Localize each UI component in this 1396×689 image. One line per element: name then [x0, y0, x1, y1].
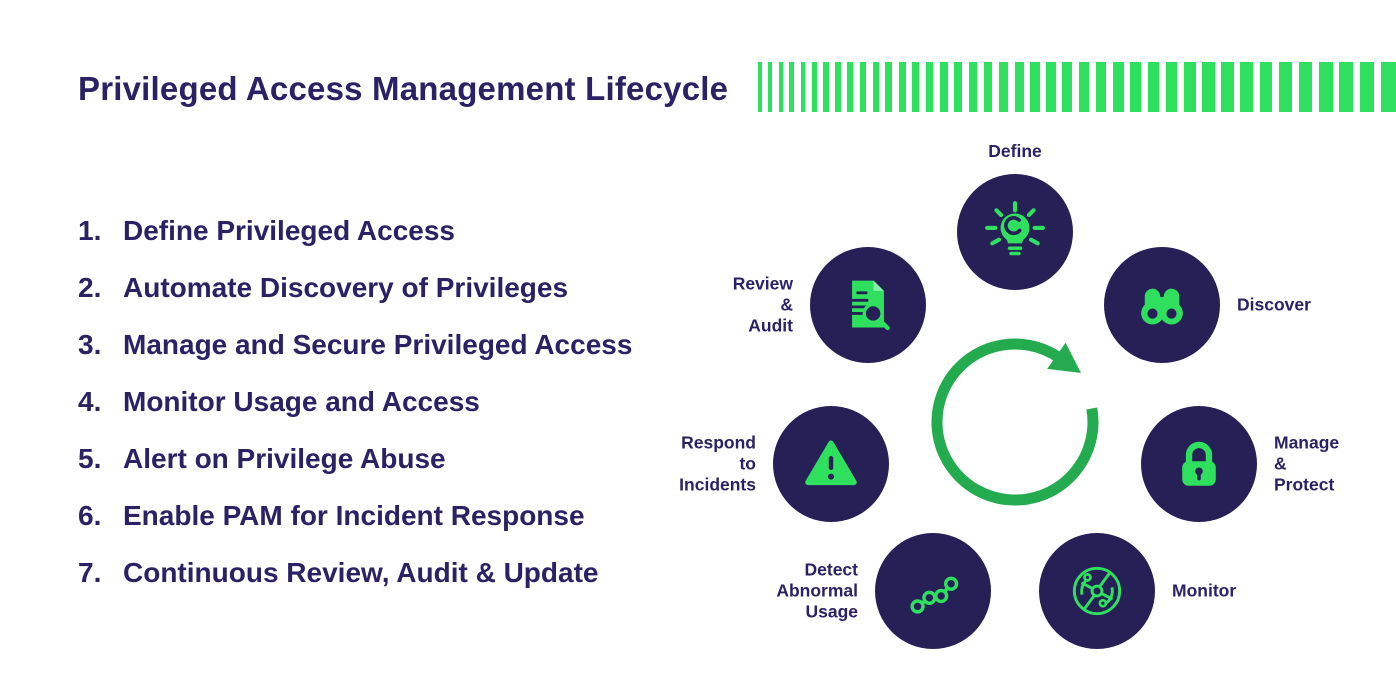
- list-item-text: Alert on Privilege Abuse: [123, 443, 446, 474]
- node-respond-to-incidents: Respond to Incidents: [679, 406, 889, 522]
- node-monitor: Monitor: [1039, 533, 1236, 649]
- discover-circle: [1104, 247, 1220, 363]
- list-item-number: 5.: [78, 443, 102, 474]
- node-manage-protect: Manage & Protect: [1141, 406, 1339, 522]
- bar: [1184, 62, 1196, 112]
- green-bar-decoration: [758, 62, 1396, 112]
- bar: [1339, 62, 1354, 112]
- list-item: 1. Define Privileged Access: [78, 214, 632, 248]
- list-item-number: 6.: [78, 500, 102, 531]
- bar: [1259, 62, 1273, 112]
- bar: [926, 62, 934, 112]
- bar: [758, 62, 762, 112]
- node-review-audit: Review & Audit: [733, 247, 926, 363]
- bar: [1147, 62, 1160, 112]
- list-item: 6. Enable PAM for Incident Response: [78, 499, 632, 533]
- lifecycle-step-list: 1. Define Privileged Access 2. Automate …: [78, 214, 632, 613]
- bar: [835, 62, 841, 112]
- bar: [1319, 62, 1333, 112]
- lightbulb-icon: [985, 201, 1045, 256]
- bar: [1030, 62, 1040, 112]
- list-item-number: 1.: [78, 215, 102, 246]
- list-item-text: Define Privileged Access: [123, 215, 456, 246]
- bar: [859, 62, 866, 112]
- node-detect-abnormal-usage: Detect Abnormal Usage: [776, 533, 991, 649]
- monitor-circle: [1039, 533, 1155, 649]
- bar: [789, 62, 794, 112]
- list-item-text: Manage and Secure Privileged Access: [123, 329, 633, 360]
- bar: [778, 62, 783, 112]
- node-define: Define: [957, 141, 1073, 290]
- bar: [800, 62, 806, 112]
- review-audit-circle: [810, 247, 926, 363]
- bar: [1062, 62, 1073, 112]
- node-label-detect-abnormal-usage: Detect Abnormal Usage: [776, 559, 858, 622]
- bar: [811, 62, 817, 112]
- manage-protect-circle: [1141, 406, 1257, 522]
- warning-triangle-icon: [805, 440, 857, 486]
- bar: [1221, 62, 1234, 112]
- cycle-arrow-icon: [931, 338, 1099, 506]
- bar: [872, 62, 879, 112]
- bar: [1112, 62, 1124, 112]
- bar: [1095, 62, 1107, 112]
- bar: [1165, 62, 1178, 112]
- detect-abnormal-usage-circle: [875, 533, 991, 649]
- node-label-respond-to-incidents: Respond to Incidents: [679, 432, 756, 495]
- bar: [885, 62, 892, 112]
- list-item-number: 3.: [78, 329, 102, 360]
- radar-icon: [1072, 566, 1122, 616]
- bar: [1079, 62, 1090, 112]
- bar: [999, 62, 1008, 112]
- node-label-monitor: Monitor: [1172, 580, 1237, 601]
- bar: [1014, 62, 1024, 112]
- bar: [983, 62, 993, 112]
- bar: [768, 62, 772, 112]
- list-item: 2. Automate Discovery of Privileges: [78, 271, 632, 305]
- define-circle: [957, 174, 1073, 290]
- document-search-icon: [846, 280, 890, 331]
- bar: [940, 62, 948, 112]
- list-item-text: Automate Discovery of Privileges: [123, 272, 569, 303]
- bar: [954, 62, 963, 112]
- bar: [898, 62, 906, 112]
- list-item: 4. Monitor Usage and Access: [78, 385, 632, 419]
- node-label-review-audit: Review & Audit: [732, 273, 793, 336]
- page-title: Privileged Access Management Lifecycle: [78, 70, 729, 107]
- list-item: 5. Alert on Privilege Abuse: [78, 442, 632, 476]
- list-item-number: 2.: [78, 272, 102, 303]
- list-item-number: 4.: [78, 386, 102, 417]
- list-item-text: Continuous Review, Audit & Update: [123, 557, 599, 588]
- lock-icon: [1182, 441, 1216, 486]
- bar: [847, 62, 854, 112]
- bar: [1240, 62, 1253, 112]
- list-item-text: Enable PAM for Incident Response: [123, 500, 585, 531]
- list-item-number: 7.: [78, 557, 102, 588]
- bar: [1360, 62, 1375, 112]
- bar: [1046, 62, 1056, 112]
- node-label-discover: Discover: [1237, 294, 1311, 315]
- node-label-define: Define: [988, 141, 1042, 161]
- list-item: 7. Continuous Review, Audit & Update: [78, 556, 632, 590]
- bar: [1130, 62, 1142, 112]
- list-item: 3. Manage and Secure Privileged Access: [78, 328, 632, 362]
- binoculars-icon: [1141, 288, 1183, 325]
- bar: [969, 62, 978, 112]
- node-discover: Discover: [1104, 247, 1311, 363]
- list-item-text: Monitor Usage and Access: [123, 386, 480, 417]
- bar: [1298, 62, 1313, 112]
- growth-chart-icon: [910, 576, 959, 614]
- node-label-manage-protect: Manage & Protect: [1274, 432, 1340, 495]
- bar: [1279, 62, 1293, 112]
- respond-to-incidents-circle: [773, 406, 889, 522]
- bar: [912, 62, 920, 112]
- bar: [1381, 62, 1396, 112]
- bar: [1202, 62, 1215, 112]
- bar: [823, 62, 829, 112]
